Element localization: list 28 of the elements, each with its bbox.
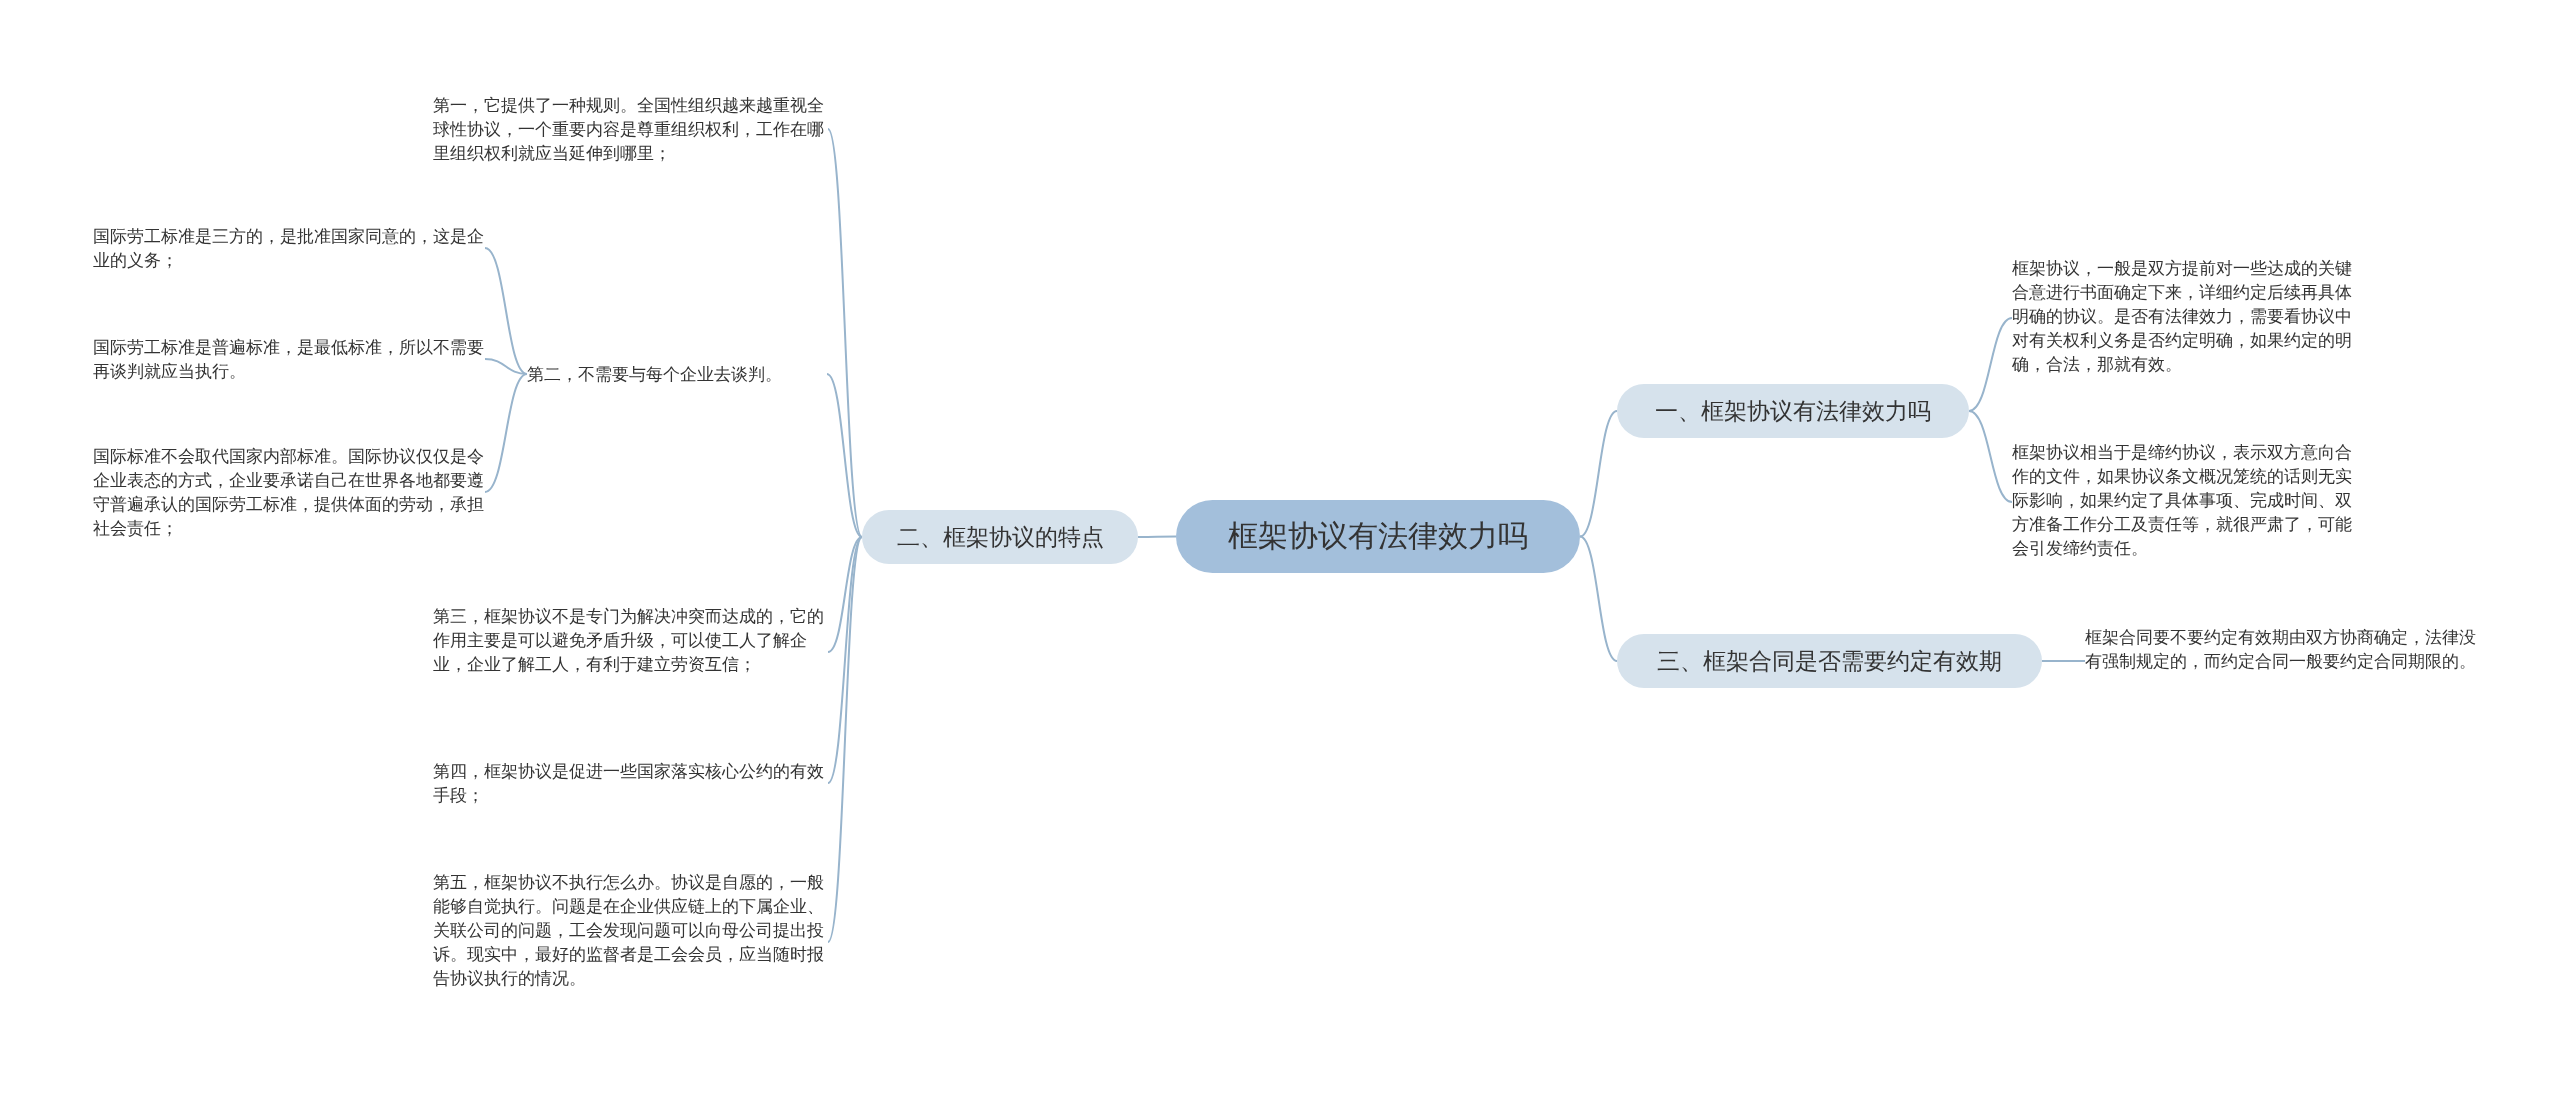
topic-text: 国际标准不会取代国家内部标准。国际协议仅仅是令企业表态的方式，企业要承诺自己在世界各地都要遵守普遍承认的国际劳工标准，提供体面的劳动，承担社会责任；: [93, 444, 485, 540]
topic-text: 第二，不需要与每个企业去谈判。: [527, 362, 827, 386]
connector-line: [1968, 317, 2013, 412]
connector-line: [1137, 535, 1177, 538]
topic-text: 第四，框架协议是促进一些国家落实核心公约的有效手段；: [433, 759, 828, 807]
topic-text: 国际劳工标准是三方的，是批准国家同意的，这是企业的义务；: [93, 224, 485, 272]
central-topic: 框架协议有法律效力吗: [1176, 500, 1580, 573]
topic-text: 框架协议相当于是缔约协议，表示双方意向合作的文件，如果协议条文概况笼统的话则无实际影响，如果约定了具体事项、完成时间、双方准备工作分工及责任等，就很严肃了，可能会引发缔约责任。: [2012, 440, 2362, 564]
connector-line: [827, 536, 863, 653]
connector-line: [2041, 660, 2086, 662]
connector-line: [484, 358, 528, 375]
topic-text: 第五，框架协议不执行怎么办。协议是自愿的，一般能够自觉执行。问题是在企业供应链上的下属企业、关联公司的问题，工会发现问题可以向母公司提出投诉。现实中，最好的监督者是工会会员，应当随时报告协议执行的情况。: [433, 870, 828, 1014]
topic-text: 框架协议，一般是双方提前对一些达成的关键合意进行书面确定下来，详细约定后续再具体明确的协议。是否有法律效力，需要看协议中对有关权利义务是否约定明确，如果约定的明确，合法，那就有效。: [2012, 256, 2362, 380]
connector-line: [826, 373, 863, 538]
topic-pill: 二、框架协议的特点: [862, 510, 1138, 564]
connector-line: [1579, 410, 1618, 538]
topic-text: 框架合同要不要约定有效期由双方协商确定，法律没有强制规定的，而约定合同一般要约定合同期限的。: [2085, 625, 2485, 697]
topic-text: 第三，框架协议不是专门为解决冲突而达成的，它的作用主要是可以避免矛盾升级，可以使工人了解企业，企业了解工人，有利于建立劳资互信；: [433, 604, 828, 700]
connector-line: [484, 373, 528, 493]
connector-line: [1968, 410, 2013, 503]
connector-line: [1579, 535, 1618, 662]
topic-pill: 三、框架合同是否需要约定有效期: [1617, 634, 2042, 688]
topic-pill: 一、框架协议有法律效力吗: [1617, 384, 1969, 438]
connector-line: [827, 536, 863, 943]
connector-line: [827, 128, 863, 538]
connector-line: [484, 247, 528, 375]
topic-text: 第一，它提供了一种规则。全国性组织越来越重视全球性协议，一个重要内容是尊重组织权利，工作在哪里组织权利就应当延伸到哪里；: [433, 93, 828, 165]
topic-text: 国际劳工标准是普遍标准，是最低标准，所以不需要再谈判就应当执行。: [93, 335, 485, 383]
